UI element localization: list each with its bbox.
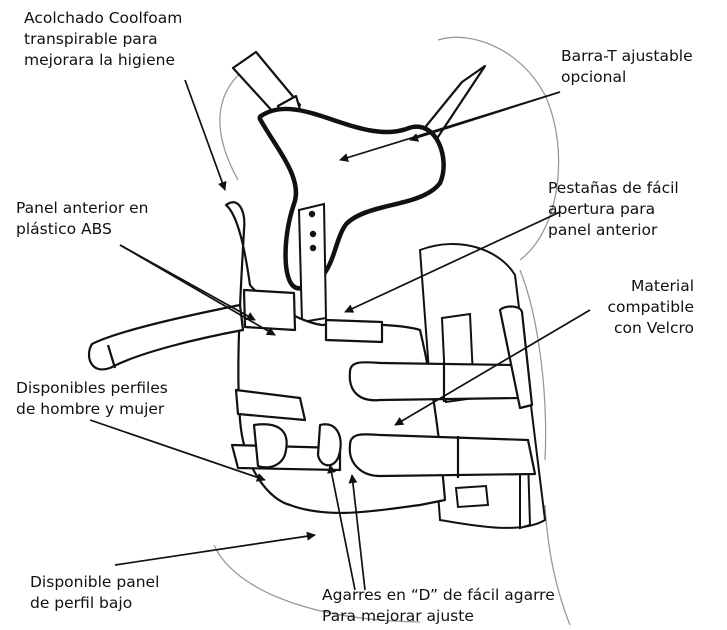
label-tabs: Pestañas de fácil apertura para panel an… <box>548 178 679 241</box>
label-abs-panel: Panel anterior en plástico ABS <box>16 198 149 240</box>
arrow-tbar-2 <box>410 92 560 140</box>
tbar-plate <box>262 111 441 322</box>
label-d-grips: Agarres en “D” de fácil agarre Para mejo… <box>322 585 555 627</box>
label-tbar: Barra-T ajustable opcional <box>561 46 693 88</box>
label-velcro: Material compatible con Velcro <box>580 276 694 339</box>
label-coolfoam: Acolchado Coolfoam transpirable para mej… <box>24 8 182 71</box>
arrow-lowprofile <box>115 535 315 565</box>
arrow-abs-2 <box>120 245 255 320</box>
label-profiles: Disponibles perfiles de hombre y mujer <box>16 378 168 420</box>
label-low-profile: Disponible panel de perfil bajo <box>30 572 159 614</box>
arrow-coolfoam <box>185 80 225 190</box>
